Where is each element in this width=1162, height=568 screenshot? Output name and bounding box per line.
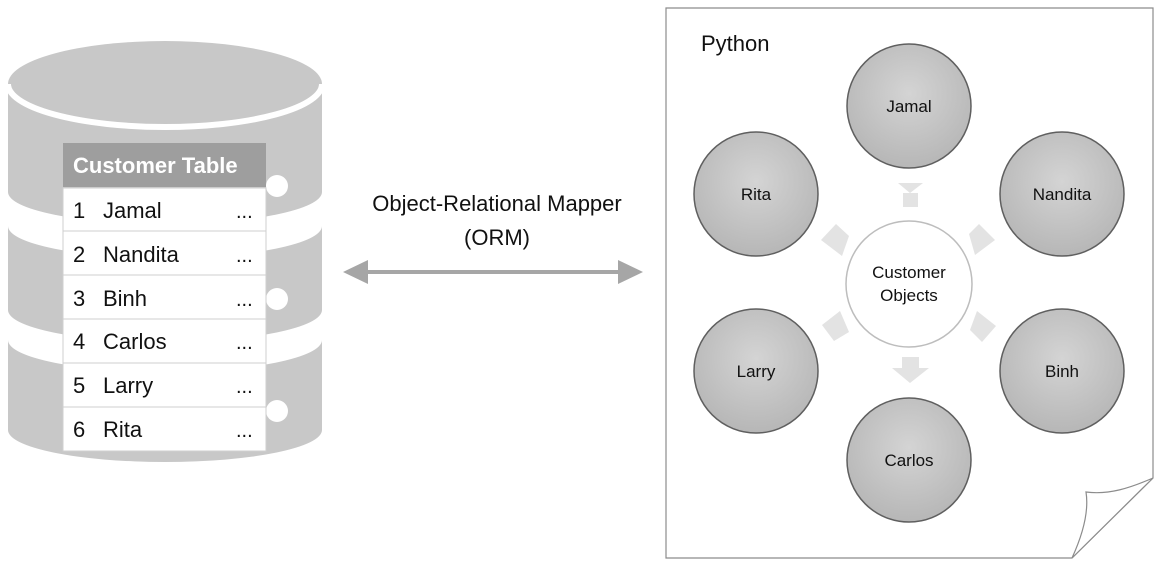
cylinder-indicator-dot bbox=[266, 288, 288, 310]
bidirectional-arrow-icon bbox=[343, 260, 643, 284]
cylinder-indicator-dot bbox=[266, 175, 288, 197]
table-row: 3 Binh ... bbox=[62, 274, 267, 320]
row-more: ... bbox=[236, 201, 253, 223]
table-row: 2 Nandita ... bbox=[62, 230, 267, 276]
row-number: 6 bbox=[73, 417, 85, 442]
center-label-line2: Objects bbox=[880, 286, 938, 305]
arrow-lower-right-icon bbox=[970, 311, 996, 342]
object-circle-carlos: Carlos bbox=[846, 397, 972, 523]
customer-objects-node: Customer Objects bbox=[845, 220, 973, 348]
center-label-line1: Customer bbox=[872, 263, 946, 282]
table-row: 5 Larry ... bbox=[62, 362, 267, 408]
table-title: Customer Table bbox=[73, 153, 238, 178]
arrow-upper-left-icon bbox=[821, 224, 849, 256]
object-circle-jamal: Jamal bbox=[846, 43, 972, 169]
row-name: Larry bbox=[103, 373, 153, 398]
customer-table: Customer Table 1 Jamal ... 2 Nandita ...… bbox=[62, 143, 267, 452]
object-circle-nandita: Nandita bbox=[999, 131, 1125, 257]
row-more: ... bbox=[236, 245, 253, 267]
row-more: ... bbox=[236, 332, 253, 354]
row-number: 1 bbox=[73, 198, 85, 223]
row-name: Carlos bbox=[103, 329, 167, 354]
row-number: 4 bbox=[73, 329, 85, 354]
row-number: 3 bbox=[73, 286, 85, 311]
row-number: 2 bbox=[73, 242, 85, 267]
cylinder-indicator-dot bbox=[266, 400, 288, 422]
row-more: ... bbox=[236, 289, 253, 311]
table-row: 4 Carlos ... bbox=[62, 318, 267, 364]
row-name: Jamal bbox=[103, 198, 162, 223]
object-label: Carlos bbox=[884, 451, 933, 470]
object-label: Binh bbox=[1045, 362, 1079, 381]
object-label: Rita bbox=[741, 185, 772, 204]
arrow-lower-left-icon bbox=[822, 311, 849, 341]
radial-arrows bbox=[821, 183, 996, 383]
object-circle-larry: Larry bbox=[693, 308, 819, 434]
row-more: ... bbox=[236, 420, 253, 442]
table-row: 1 Jamal ... bbox=[62, 187, 267, 232]
arrow-down-icon bbox=[892, 357, 929, 383]
row-number: 5 bbox=[73, 373, 85, 398]
object-label: Larry bbox=[737, 362, 776, 381]
object-circle-rita: Rita bbox=[693, 131, 819, 257]
cylinder-top-lid bbox=[8, 41, 322, 127]
object-label: Nandita bbox=[1033, 185, 1092, 204]
object-circle-binh: Binh bbox=[999, 308, 1125, 434]
orm-title-line1: Object-Relational Mapper bbox=[372, 191, 621, 216]
row-more: ... bbox=[236, 376, 253, 398]
row-name: Binh bbox=[103, 286, 147, 311]
python-label: Python bbox=[701, 31, 770, 56]
object-label: Jamal bbox=[886, 97, 931, 116]
arrow-up-icon bbox=[898, 183, 923, 207]
row-name: Nandita bbox=[103, 242, 180, 267]
row-name: Rita bbox=[103, 417, 143, 442]
table-header bbox=[63, 143, 266, 187]
arrow-upper-right-icon bbox=[969, 224, 995, 255]
orm-title-line2: (ORM) bbox=[464, 225, 530, 250]
document-page-curl bbox=[1071, 477, 1154, 559]
table-row: 6 Rita ... bbox=[62, 406, 267, 452]
